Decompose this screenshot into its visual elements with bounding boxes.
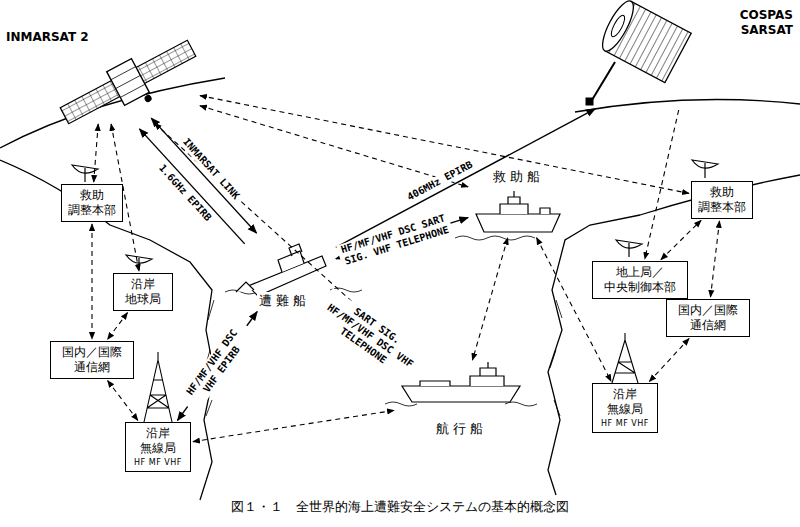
dashed-link	[108, 313, 128, 340]
box-label: 国内／国際 通信網	[57, 345, 127, 375]
dashed-link	[91, 224, 92, 339]
box-label: 沿岸 無線局	[599, 387, 651, 417]
station-box: 地上局／ 中央制御本部	[592, 261, 688, 299]
box-label: 沿岸 無線局	[132, 426, 184, 456]
station-box: 国内／国際 通信網	[50, 341, 134, 379]
box-label: 地上局／ 中央制御本部	[599, 265, 681, 295]
cospas-sarsat-satellite	[586, 0, 691, 105]
station-box: 沿岸 無線局 HF MF VHF	[592, 383, 658, 433]
ship-label: 遭難船	[257, 292, 312, 310]
band-note: HF MF VHF	[599, 419, 651, 429]
radio-link	[151, 118, 256, 233]
radio-link	[140, 129, 245, 244]
station-box: 救助 調整本部	[691, 181, 753, 219]
dashed-link	[645, 110, 679, 259]
link-label: 406MHz EPIRB	[404, 158, 477, 205]
passing-ship	[402, 362, 520, 402]
dashed-link	[473, 238, 508, 360]
distressed-ship	[236, 244, 326, 296]
dashed-link	[108, 381, 138, 421]
figure-area: 救助船	[470, 168, 566, 236]
station-box: 沿岸 無線局 HF MF VHF	[125, 422, 191, 472]
dashed-link	[193, 410, 394, 441]
box-label: 救助 調整本部	[698, 185, 746, 215]
radio-link	[336, 109, 595, 248]
coastline	[0, 160, 800, 500]
station-box: 国内／国際 通信網	[666, 299, 750, 337]
dashed-link	[94, 124, 99, 182]
figure-area: INMARSAT 2	[6, 30, 198, 122]
satellite-label: COSPAS SARSAT	[723, 8, 793, 38]
station-box: 救助 調整本部	[61, 184, 123, 222]
figure-area: 遭難船	[234, 240, 334, 310]
figure-caption: 図１・１ 全世界的海上遭難安全システムの基本的概念図	[0, 498, 800, 516]
dashed-link	[200, 106, 468, 187]
dashed-link	[537, 238, 612, 381]
ship-label: 救助船	[491, 168, 546, 186]
box-label: 沿岸 地球局	[120, 277, 166, 307]
satellite-label: INMARSAT 2	[6, 30, 89, 45]
band-note: HF MF VHF	[132, 458, 184, 468]
radio-link	[178, 312, 258, 421]
link-label: HF/MF/VHF DSC SART SIG. VHF TELEPHONE	[336, 211, 454, 268]
dashed-link	[661, 220, 701, 259]
dashed-link	[649, 339, 689, 382]
ship-label: 航行船	[434, 420, 489, 438]
dashed-link	[711, 221, 720, 297]
station-box: 沿岸 地球局	[113, 273, 173, 311]
figure-area: 航行船	[396, 362, 526, 438]
link-label: SART SIG. HF/MF/VHF DSC VHF TELEPHONE	[313, 288, 429, 384]
sea-waves	[225, 236, 537, 406]
rescue-ship	[476, 191, 560, 232]
box-label: 国内／国際 通信網	[673, 303, 743, 333]
link-label: HF/MF/VHF DSC VHF EPIRB	[178, 319, 256, 414]
figure-area: COSPAS SARSAT	[588, 8, 793, 108]
inmarsat-satellite	[56, 31, 205, 139]
box-label: 救助 調整本部	[68, 188, 116, 218]
